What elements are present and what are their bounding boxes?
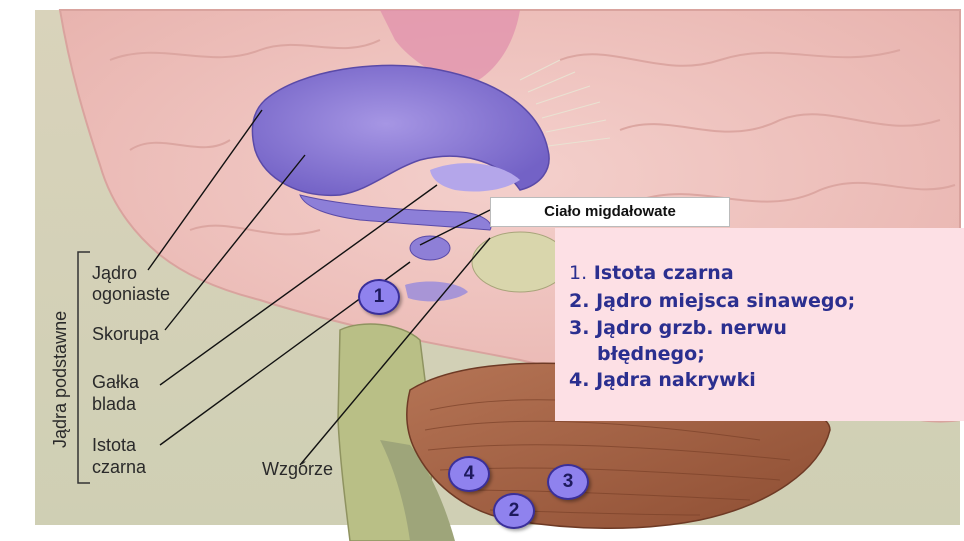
badge-2: 2: [493, 493, 535, 529]
legend-item-1-text: Istota czarna: [594, 262, 734, 284]
legend-item-2: 2. Jądro miejsca sinawego;: [569, 290, 855, 312]
label-wzgorze: Wzgórze: [262, 458, 333, 480]
label-galka-blada-line1: Gałka: [92, 371, 139, 393]
legend-item-1-number: 1.: [569, 262, 587, 284]
label-jadra-podstawne: Jądra podstawne: [50, 311, 71, 448]
legend-box: 1. Istota czarna 2. Jądro miejsca sinawe…: [555, 228, 964, 421]
label-istota-czarna-line2: czarna: [92, 456, 146, 478]
badge-1: 1: [358, 279, 400, 315]
legend-item-1: 1. Istota czarna: [569, 262, 734, 284]
legend-item-3-text: Jądro grzb. nerwu: [596, 317, 787, 339]
badge-4: 4: [448, 456, 490, 492]
callout-cialo-migdalowate: Ciało migdałowate: [490, 197, 730, 227]
badge-3: 3: [547, 464, 589, 500]
label-skorupa: Skorupa: [92, 323, 159, 345]
thalamus: [472, 232, 568, 292]
label-istota-czarna-line1: Istota: [92, 434, 136, 456]
legend-item-2-number: 2.: [569, 290, 589, 312]
legend-item-4: 4. Jądra nakrywki: [569, 369, 756, 391]
legend-item-3-number: 3.: [569, 317, 589, 339]
legend-item-3-continued-text: błędnego;: [597, 343, 705, 365]
label-jadro-ogoniaste-line1: Jądro: [92, 262, 137, 284]
legend-item-4-text: Jądra nakrywki: [596, 369, 756, 391]
label-jadro-ogoniaste-line2: ogoniaste: [92, 283, 170, 305]
legend-item-2-text: Jądro miejsca sinawego;: [596, 290, 855, 312]
legend-item-4-number: 4.: [569, 369, 589, 391]
legend-item-3: 3. Jądro grzb. nerwu: [569, 317, 787, 339]
legend-item-3-continued: błędnego;: [597, 343, 705, 365]
label-galka-blada-line2: blada: [92, 393, 136, 415]
